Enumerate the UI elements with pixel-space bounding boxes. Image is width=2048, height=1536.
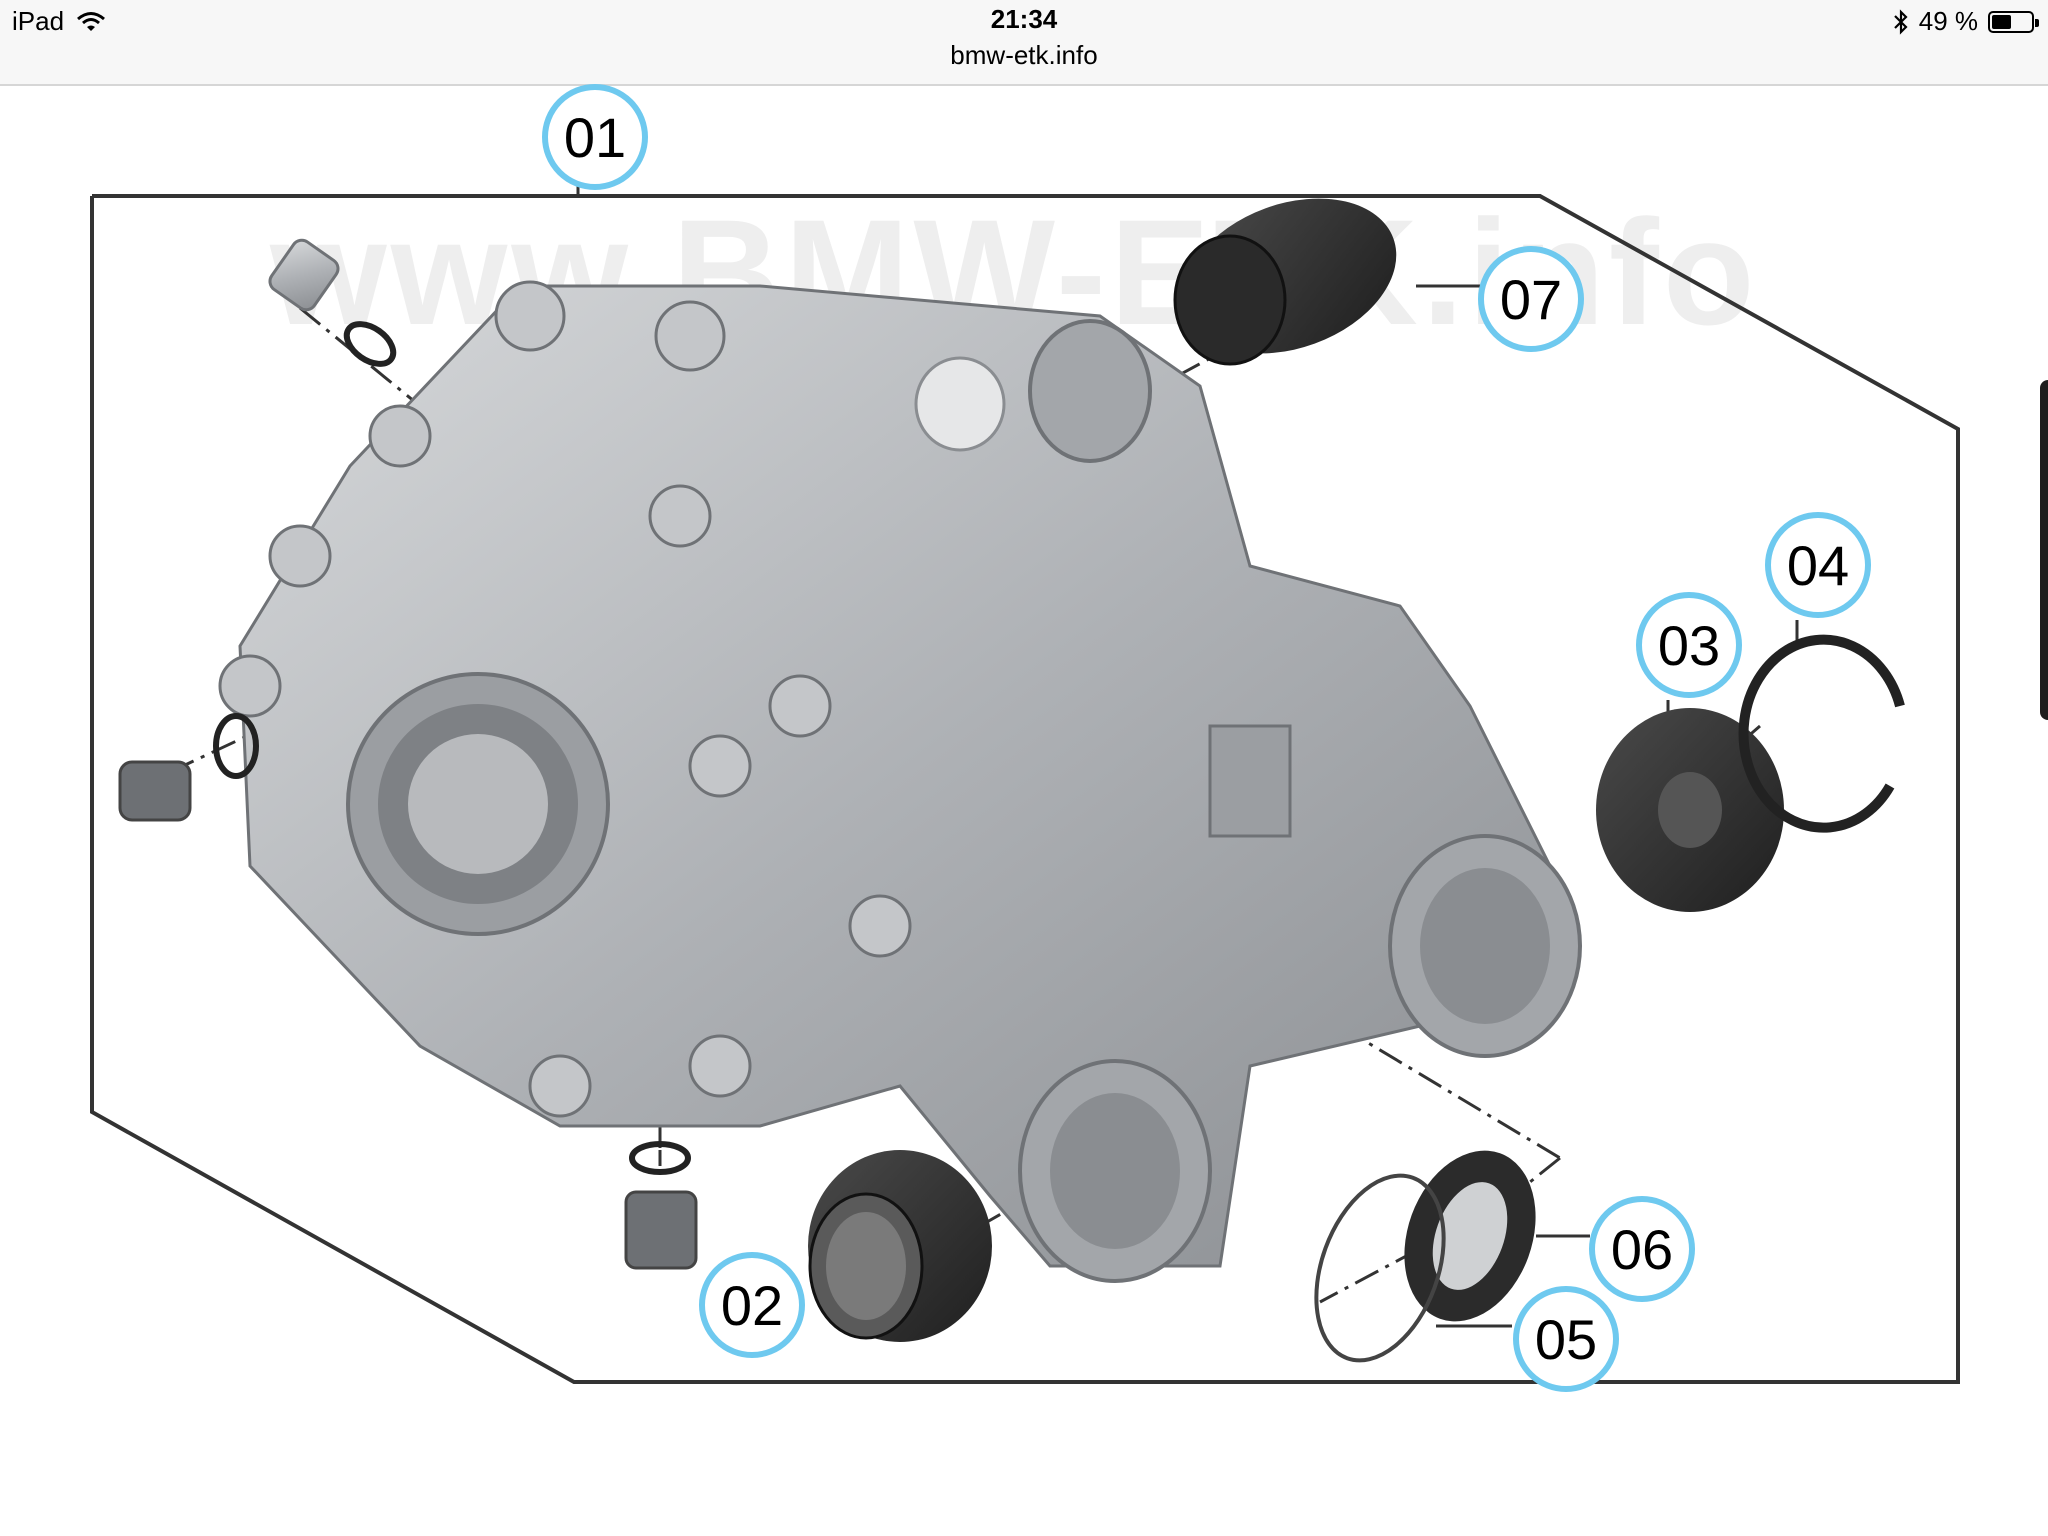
callout-01[interactable]: 01 (542, 84, 648, 190)
battery-percent: 49 % (1918, 6, 1978, 36)
status-left: iPad (12, 6, 106, 37)
bluetooth-icon (1893, 8, 1908, 35)
bearing-03 (1596, 708, 1784, 912)
battery-icon (1988, 10, 2039, 33)
callout-05[interactable]: 05 (1513, 1286, 1619, 1392)
scroll-handle[interactable] (2040, 380, 2048, 720)
status-right: 49 % (1893, 6, 2039, 37)
address-url[interactable]: bmw-etk.info (950, 40, 1098, 70)
status-bar: iPad 21:34 bmw-etk.info 49 % (0, 0, 2048, 86)
callout-02[interactable]: 02 (699, 1252, 805, 1358)
battery-tip (2035, 18, 2039, 27)
status-time: 21:34 (990, 4, 1058, 34)
device-name: iPad (12, 6, 65, 36)
plug-top-left (268, 238, 397, 367)
parts-diagram: www.BMW-ETK.info (0, 84, 2048, 1536)
parts-frame (90, 194, 1960, 1384)
wifi-icon (77, 11, 106, 31)
battery-level (1992, 14, 2011, 29)
callout-03[interactable]: 03 (1636, 592, 1742, 698)
circlip-04 (1738, 634, 1905, 833)
exploded-view-drawing (90, 132, 1960, 1384)
needle-bearing-02 (808, 1150, 992, 1342)
plug-left (118, 713, 259, 822)
plug-bottom (624, 1141, 698, 1270)
callout-04[interactable]: 04 (1765, 512, 1871, 618)
o-ring-05 (1314, 1173, 1446, 1363)
final-drive-housing (218, 280, 1582, 1283)
callout-06[interactable]: 06 (1589, 1196, 1695, 1302)
callout-07[interactable]: 07 (1478, 246, 1584, 352)
bushing-07 (1173, 198, 1397, 366)
